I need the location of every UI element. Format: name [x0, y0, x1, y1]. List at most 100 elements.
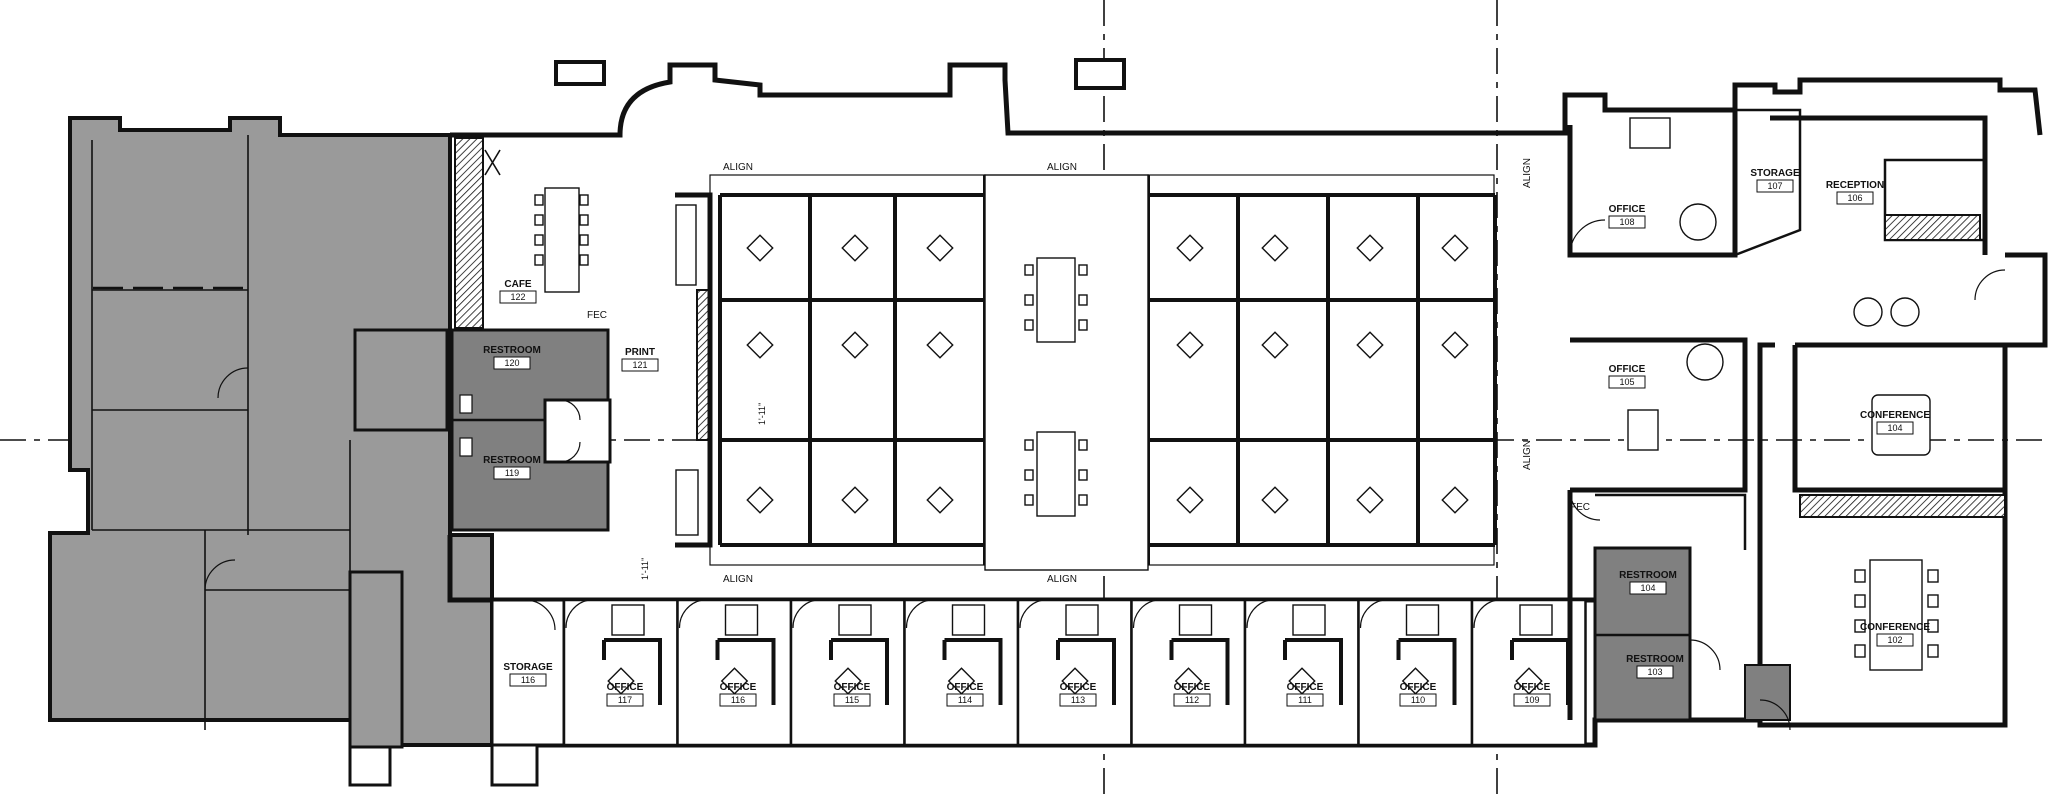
chair-icon [1441, 234, 1469, 262]
room-tag: RECEPTION 106 [1826, 180, 1884, 205]
room-number: 105 [1619, 377, 1634, 387]
align-label: ALIGN [1522, 440, 1533, 470]
room-number: 119 [505, 468, 519, 478]
workstation-chairs [746, 234, 1469, 514]
room-name: PRINT [625, 347, 655, 358]
chair-icon [1176, 486, 1204, 514]
room-number: 117 [618, 695, 632, 705]
room-number: 107 [1767, 181, 1782, 191]
room-name: RESTROOM [483, 345, 541, 356]
chair-icon [841, 486, 869, 514]
room-tag: RESTROOM 119 [483, 455, 541, 480]
room-name: OFFICE [1400, 682, 1437, 693]
align-label: ALIGN [723, 574, 753, 585]
room-number: 116 [731, 695, 745, 705]
room-name: RESTROOM [1619, 570, 1677, 581]
room-tag: OFFICE 117 [606, 682, 644, 707]
room-tag: CONFERENCE 104 [1860, 410, 1930, 435]
room-tag: RESTROOM 104 [1619, 570, 1677, 595]
room-name: STORAGE [1750, 168, 1800, 179]
room-number: 113 [1071, 695, 1085, 705]
room-number: 104 [1640, 583, 1655, 593]
room-name: OFFICE [1609, 204, 1646, 215]
fec-label: FEC [1570, 502, 1590, 513]
chair-icon [746, 234, 774, 262]
room-name: OFFICE [947, 682, 984, 693]
room-name: OFFICE [1174, 682, 1211, 693]
room-name: CONFERENCE [1860, 622, 1930, 633]
room-name: STORAGE [503, 662, 553, 673]
room-tag: RESTROOM 103 [1626, 654, 1684, 679]
align-label: ALIGN [1047, 162, 1077, 173]
chair-icon [746, 486, 774, 514]
room-number: 114 [958, 695, 972, 705]
right-wing [1567, 108, 2006, 731]
chair-icon [1176, 331, 1204, 359]
room-number: 116 [521, 675, 535, 685]
lower-office-row [490, 597, 1595, 747]
chair-icon [1441, 486, 1469, 514]
room-tag: OFFICE 105 [1608, 364, 1646, 389]
chair-icon [926, 331, 954, 359]
room-tag: OFFICE 112 [1173, 682, 1211, 707]
align-labels: ALIGN ALIGN ALIGN ALIGN ALIGN ALIGN FEC … [587, 158, 1590, 585]
room-number: 122 [510, 292, 525, 302]
room-tag: OFFICE 108 [1608, 204, 1646, 229]
dimension-label: 1'-11" [757, 403, 767, 425]
room-name: OFFICE [1609, 364, 1646, 375]
room-tag: STORAGE 107 [1750, 168, 1800, 193]
align-label: ALIGN [723, 162, 753, 173]
chair-icon [1261, 234, 1289, 262]
room-name: RESTROOM [1626, 654, 1684, 665]
room-tag: OFFICE 113 [1059, 682, 1097, 707]
room-number: 120 [504, 358, 519, 368]
room-name: OFFICE [720, 682, 757, 693]
room-name: CONFERENCE [1860, 410, 1930, 421]
room-number: 109 [1524, 695, 1539, 705]
room-tag: OFFICE 114 [946, 682, 984, 707]
room-name: OFFICE [834, 682, 871, 693]
room-name: OFFICE [1060, 682, 1097, 693]
chair-icon [841, 234, 869, 262]
chair-icon [1356, 234, 1384, 262]
cafe-area [454, 137, 589, 329]
align-label: ALIGN [1522, 158, 1533, 188]
room-number: 106 [1847, 193, 1862, 203]
room-tag: OFFICE 110 [1399, 682, 1437, 707]
room-number: 108 [1619, 217, 1634, 227]
chair-icon [1356, 486, 1384, 514]
existing-tenant-area [48, 116, 494, 787]
chair-icon [1441, 331, 1469, 359]
room-tag: CAFE 122 [499, 279, 537, 304]
align-label: ALIGN [1047, 574, 1077, 585]
chair-icon [1176, 234, 1204, 262]
fec-label: FEC [587, 310, 607, 321]
room-tag: OFFICE 115 [833, 682, 871, 707]
room-name: OFFICE [607, 682, 644, 693]
room-tag: OFFICE 116 [719, 682, 757, 707]
room-tag: RESTROOM 120 [483, 345, 541, 370]
chair-icon [1261, 486, 1289, 514]
chair-icon [1356, 331, 1384, 359]
room-name: RESTROOM [483, 455, 541, 466]
room-number: 115 [845, 695, 859, 705]
room-tags: CAFE122RESTROOM120RESTROOM119PRINT121STO… [483, 168, 1930, 707]
room-number: 110 [1411, 695, 1425, 705]
room-number: 112 [1185, 695, 1199, 705]
open-office-workstations [675, 174, 1497, 571]
room-name: RECEPTION [1826, 180, 1884, 191]
chair-icon [746, 331, 774, 359]
room-tag: STORAGE 116 [503, 662, 553, 687]
room-name: CAFE [504, 279, 532, 290]
room-number: 111 [1298, 695, 1312, 705]
chair-icon [841, 331, 869, 359]
room-number: 104 [1887, 423, 1902, 433]
room-number: 103 [1647, 667, 1662, 677]
chair-icon [1261, 331, 1289, 359]
restroom-block-left [450, 328, 612, 532]
room-name: OFFICE [1514, 682, 1551, 693]
room-name: OFFICE [1287, 682, 1324, 693]
